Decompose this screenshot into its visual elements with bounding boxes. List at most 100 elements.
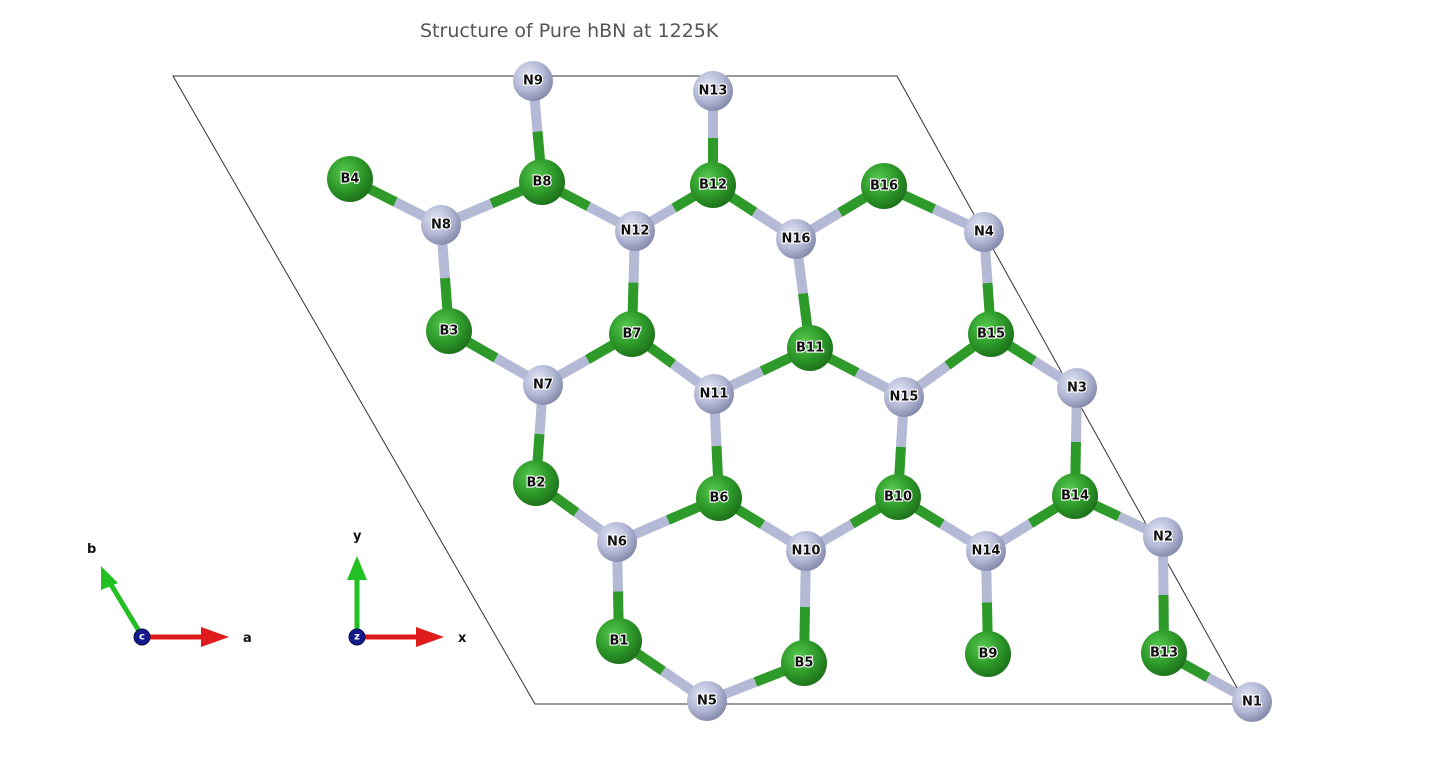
atom-sphere-N7: [523, 365, 563, 405]
atom-sphere-B15: [968, 311, 1014, 357]
atom-sphere-N9: [513, 61, 553, 101]
atom-B7: B7: [609, 311, 655, 357]
atom-sphere-B1: [596, 618, 642, 664]
atom-N4: N4: [964, 212, 1004, 252]
atom-sphere-B12: [690, 162, 736, 208]
atom-label-N1: N1: [1242, 695, 1262, 710]
atom-label-B13: B13: [1150, 646, 1178, 661]
atom-label-N7: N7: [533, 378, 553, 393]
atom-label-N2: N2: [1153, 530, 1173, 545]
atom-sphere-B2: [513, 460, 559, 506]
cartesian-origin-label: z: [354, 632, 360, 643]
atom-label-B12: B12: [699, 178, 727, 193]
atom-N10: N10: [786, 531, 826, 571]
atom-label-B15: B15: [977, 327, 1005, 342]
cartesian-origin: [348, 628, 366, 646]
y-axis-arrowhead: [347, 556, 367, 580]
atom-sphere-N11: [694, 374, 734, 414]
x-axis-arrowhead: [416, 627, 444, 647]
atom-sphere-N13: [693, 71, 733, 111]
atom-sphere-N15: [884, 377, 924, 417]
figure-title: Structure of Pure hBN at 1225K: [420, 20, 719, 42]
atom-N2: N2: [1143, 517, 1183, 557]
atom-N14: N14: [966, 531, 1006, 571]
atom-label-N3: N3: [1067, 381, 1087, 396]
atom-sphere-N5: [687, 681, 727, 721]
bonds-layer: [347, 80, 1255, 707]
atom-sphere-B10: [875, 474, 921, 520]
atom-B5: B5: [781, 640, 827, 686]
b-axis-arrow: [107, 581, 145, 638]
atom-label-B16: B16: [870, 179, 898, 194]
atom-sphere-N10: [786, 531, 826, 571]
atom-sphere-B6: [696, 475, 742, 521]
atom-sphere-N3: [1057, 368, 1097, 408]
atom-sphere-B4: [327, 156, 373, 202]
atom-sphere-N14: [966, 531, 1006, 571]
atom-label-B4: B4: [341, 172, 360, 187]
atom-label-B11: B11: [796, 341, 824, 356]
atom-B4: B4: [327, 156, 373, 202]
atom-N16: N16: [776, 219, 816, 259]
atom-label-B3: B3: [440, 324, 459, 339]
atom-N5: N5: [687, 681, 727, 721]
atom-N3: N3: [1057, 368, 1097, 408]
atom-label-B10: B10: [884, 490, 912, 505]
b-axis-label: b: [87, 542, 96, 557]
atom-B15: B15: [968, 311, 1014, 357]
atom-sphere-B3: [426, 308, 472, 354]
atom-sphere-N12: [615, 211, 655, 251]
atom-sphere-B13: [1141, 630, 1187, 676]
atom-N12: N12: [615, 211, 655, 251]
atom-label-N5: N5: [697, 694, 717, 709]
atom-sphere-B11: [787, 325, 833, 371]
atom-N6: N6: [597, 522, 637, 562]
atom-label-N12: N12: [621, 224, 650, 239]
atom-label-N14: N14: [972, 544, 1001, 559]
atom-B6: B6: [696, 475, 742, 521]
atom-label-B8: B8: [533, 175, 552, 190]
atom-label-N11: N11: [700, 387, 729, 402]
atom-label-N15: N15: [890, 390, 919, 405]
atom-label-N13: N13: [699, 84, 728, 99]
atom-label-N9: N9: [523, 74, 543, 89]
atom-sphere-B14: [1052, 473, 1098, 519]
atom-sphere-N2: [1143, 517, 1183, 557]
atom-label-B6: B6: [710, 491, 729, 506]
a-axis-label: a: [243, 631, 252, 646]
atom-N8: N8: [421, 205, 461, 245]
atom-B10: B10: [875, 474, 921, 520]
atom-sphere-N4: [964, 212, 1004, 252]
atom-sphere-N16: [776, 219, 816, 259]
atom-B11: B11: [787, 325, 833, 371]
atom-N13: N13: [693, 71, 733, 111]
atom-B9: B9: [965, 631, 1011, 677]
atom-sphere-B16: [861, 163, 907, 209]
atom-B14: B14: [1052, 473, 1098, 519]
lattice-axes-indicator: c a b: [87, 542, 252, 647]
atom-B12: B12: [690, 162, 736, 208]
atom-sphere-B8: [519, 159, 565, 205]
atom-label-N10: N10: [792, 544, 821, 559]
atom-B13: B13: [1141, 630, 1187, 676]
atom-label-B2: B2: [527, 476, 546, 491]
atom-B16: B16: [861, 163, 907, 209]
lattice-origin-label: c: [139, 632, 145, 643]
atom-N1: N1: [1232, 682, 1272, 722]
atom-N15: N15: [884, 377, 924, 417]
atom-label-N16: N16: [782, 232, 811, 247]
atom-sphere-B9: [965, 631, 1011, 677]
atom-label-B1: B1: [610, 634, 629, 649]
atom-B1: B1: [596, 618, 642, 664]
atom-label-N8: N8: [431, 218, 451, 233]
a-axis-arrowhead: [201, 627, 229, 647]
atom-B3: B3: [426, 308, 472, 354]
atom-B8: B8: [519, 159, 565, 205]
atom-sphere-N1: [1232, 682, 1272, 722]
atom-label-B9: B9: [979, 647, 998, 662]
atom-N9: N9: [513, 61, 553, 101]
y-axis-label: y: [353, 529, 362, 544]
atom-label-B7: B7: [623, 327, 642, 342]
